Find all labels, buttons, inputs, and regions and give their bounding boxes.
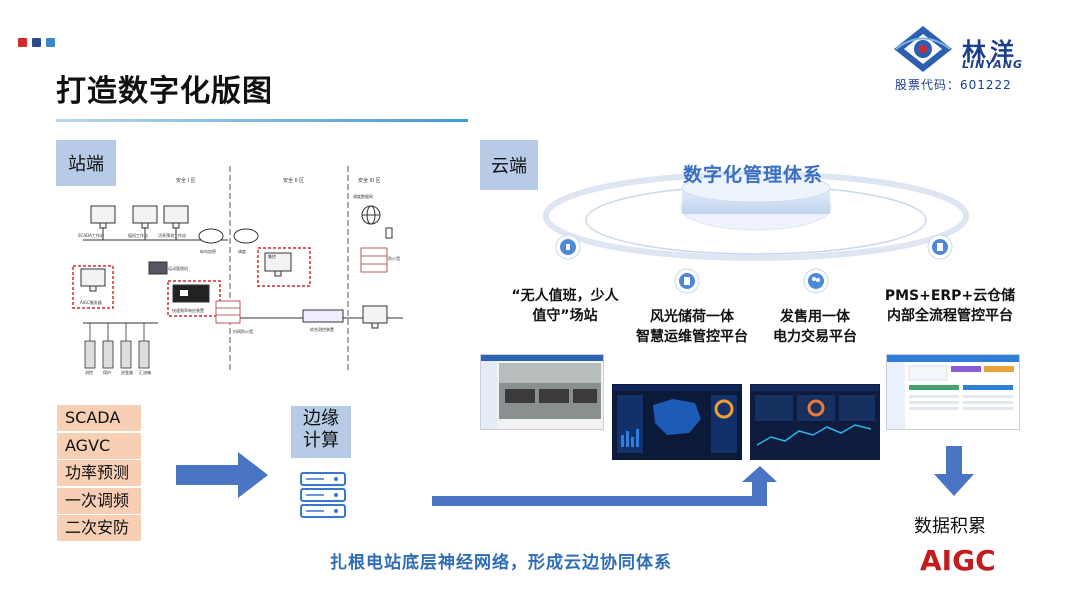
aigc-label: AIGC xyxy=(920,544,996,577)
device-label: SCADA工作站 xyxy=(78,232,104,238)
device-label: 防火墙 xyxy=(388,255,400,261)
edge-label-line1: 边缘 xyxy=(303,408,339,429)
pms-erp-screenshot xyxy=(886,354,1020,430)
logo-name: 林洋 xyxy=(962,38,1018,66)
zone-1-label: 安全 I 区 xyxy=(176,177,196,184)
cloud-platform-graphic xyxy=(540,148,972,278)
device-label: 运动管理机 xyxy=(168,265,188,271)
node-line1: 发售用一体 xyxy=(780,309,850,325)
zone-2-label: 安全 II 区 xyxy=(283,177,304,184)
list-item: 二次安防 xyxy=(57,515,141,541)
cloud-system-title: 数字化管理体系 xyxy=(683,164,824,186)
device-label: 保护 xyxy=(103,369,111,375)
node-line1: “无人值班，少人 xyxy=(511,288,619,304)
logo-mark-icon xyxy=(892,24,954,74)
node-line2: 值守”场站 xyxy=(532,308,598,324)
node-line2: 内部全流程管控平台 xyxy=(887,308,1013,324)
device-label: AIGC服务器 xyxy=(80,299,102,305)
device-label: 快速频率响应装置 xyxy=(172,307,204,313)
list-item: 功率预测 xyxy=(57,460,141,486)
device-label: 集控 xyxy=(268,253,276,259)
station-function-list: SCADA AGVC 功率预测 一次调频 二次安防 xyxy=(57,405,141,543)
logo-english: LINYANG xyxy=(962,58,1023,71)
device-label: 功率预测工作站 xyxy=(158,232,186,238)
node-line1: PMS+ERP+云仓储 xyxy=(884,288,1016,304)
arrow-up-to-cloud-icon xyxy=(432,466,777,508)
node-line2: 电力交易平台 xyxy=(773,329,857,345)
station-video-screenshot xyxy=(480,354,604,430)
clipboard-icon xyxy=(674,268,700,294)
station-network-diagram: 安全 I 区 安全 II 区 安全 III 区 SCADA工作站 值班工作站 功… xyxy=(58,158,403,378)
trading-dashboard-screenshot xyxy=(750,384,880,460)
server-icon xyxy=(298,470,348,520)
edge-label-line2: 计算 xyxy=(303,430,339,451)
device-label: 逆变器 xyxy=(121,369,133,375)
cloud-label: 云端 xyxy=(480,140,538,190)
bottom-caption: 扎根电站底层神经网络，形成云边协同体系 xyxy=(330,553,672,573)
node-line2: 智慧运维管控平台 xyxy=(636,329,748,345)
decor-square-red xyxy=(18,38,27,47)
list-item: SCADA xyxy=(57,405,141,431)
device-label: 值班工作站 xyxy=(128,232,148,238)
device-label: 调度数据网 xyxy=(353,193,373,199)
title-underline xyxy=(56,119,468,122)
station-label: 站端 xyxy=(56,140,116,186)
node-smart-om-platform: 风光储荷一体 智慧运维管控平台 xyxy=(627,307,757,347)
page-title: 打造数字化版图 xyxy=(56,74,273,109)
zone-3-label: 安全 III 区 xyxy=(358,177,381,184)
device-label: 调度 xyxy=(238,248,246,254)
list-item: 一次调频 xyxy=(57,487,141,514)
node-internal-process-platform: PMS+ERP+云仓储 内部全流程管控平台 xyxy=(875,286,1025,326)
arrow-right-icon xyxy=(176,452,268,498)
document-icon xyxy=(927,234,953,260)
decor-square-navy xyxy=(32,38,41,47)
stock-code: 股票代码：601222 xyxy=(895,78,1012,92)
list-item: AGVC xyxy=(57,432,141,459)
users-icon xyxy=(803,268,829,294)
node-power-trading-platform: 发售用一体 电力交易平台 xyxy=(750,307,880,347)
om-dashboard-screenshot xyxy=(612,384,742,460)
device-label: 测控 xyxy=(85,369,93,375)
data-accumulation-label: 数据积累 xyxy=(914,516,986,537)
device-label: 综合测控装置 xyxy=(310,326,334,332)
arrow-down-icon xyxy=(934,446,974,496)
decor-square-blue xyxy=(46,38,55,47)
device-label: 内网防火墙 xyxy=(233,328,253,334)
device-label: 纵向加密 xyxy=(200,248,216,254)
node-unattended-station: “无人值班，少人 值守”场站 xyxy=(500,286,630,326)
node-line1: 风光储荷一体 xyxy=(650,309,734,325)
edge-computing-label: 边缘 计算 xyxy=(291,406,351,458)
device-label: 汇流箱 xyxy=(139,369,151,375)
bulb-icon xyxy=(555,234,581,260)
